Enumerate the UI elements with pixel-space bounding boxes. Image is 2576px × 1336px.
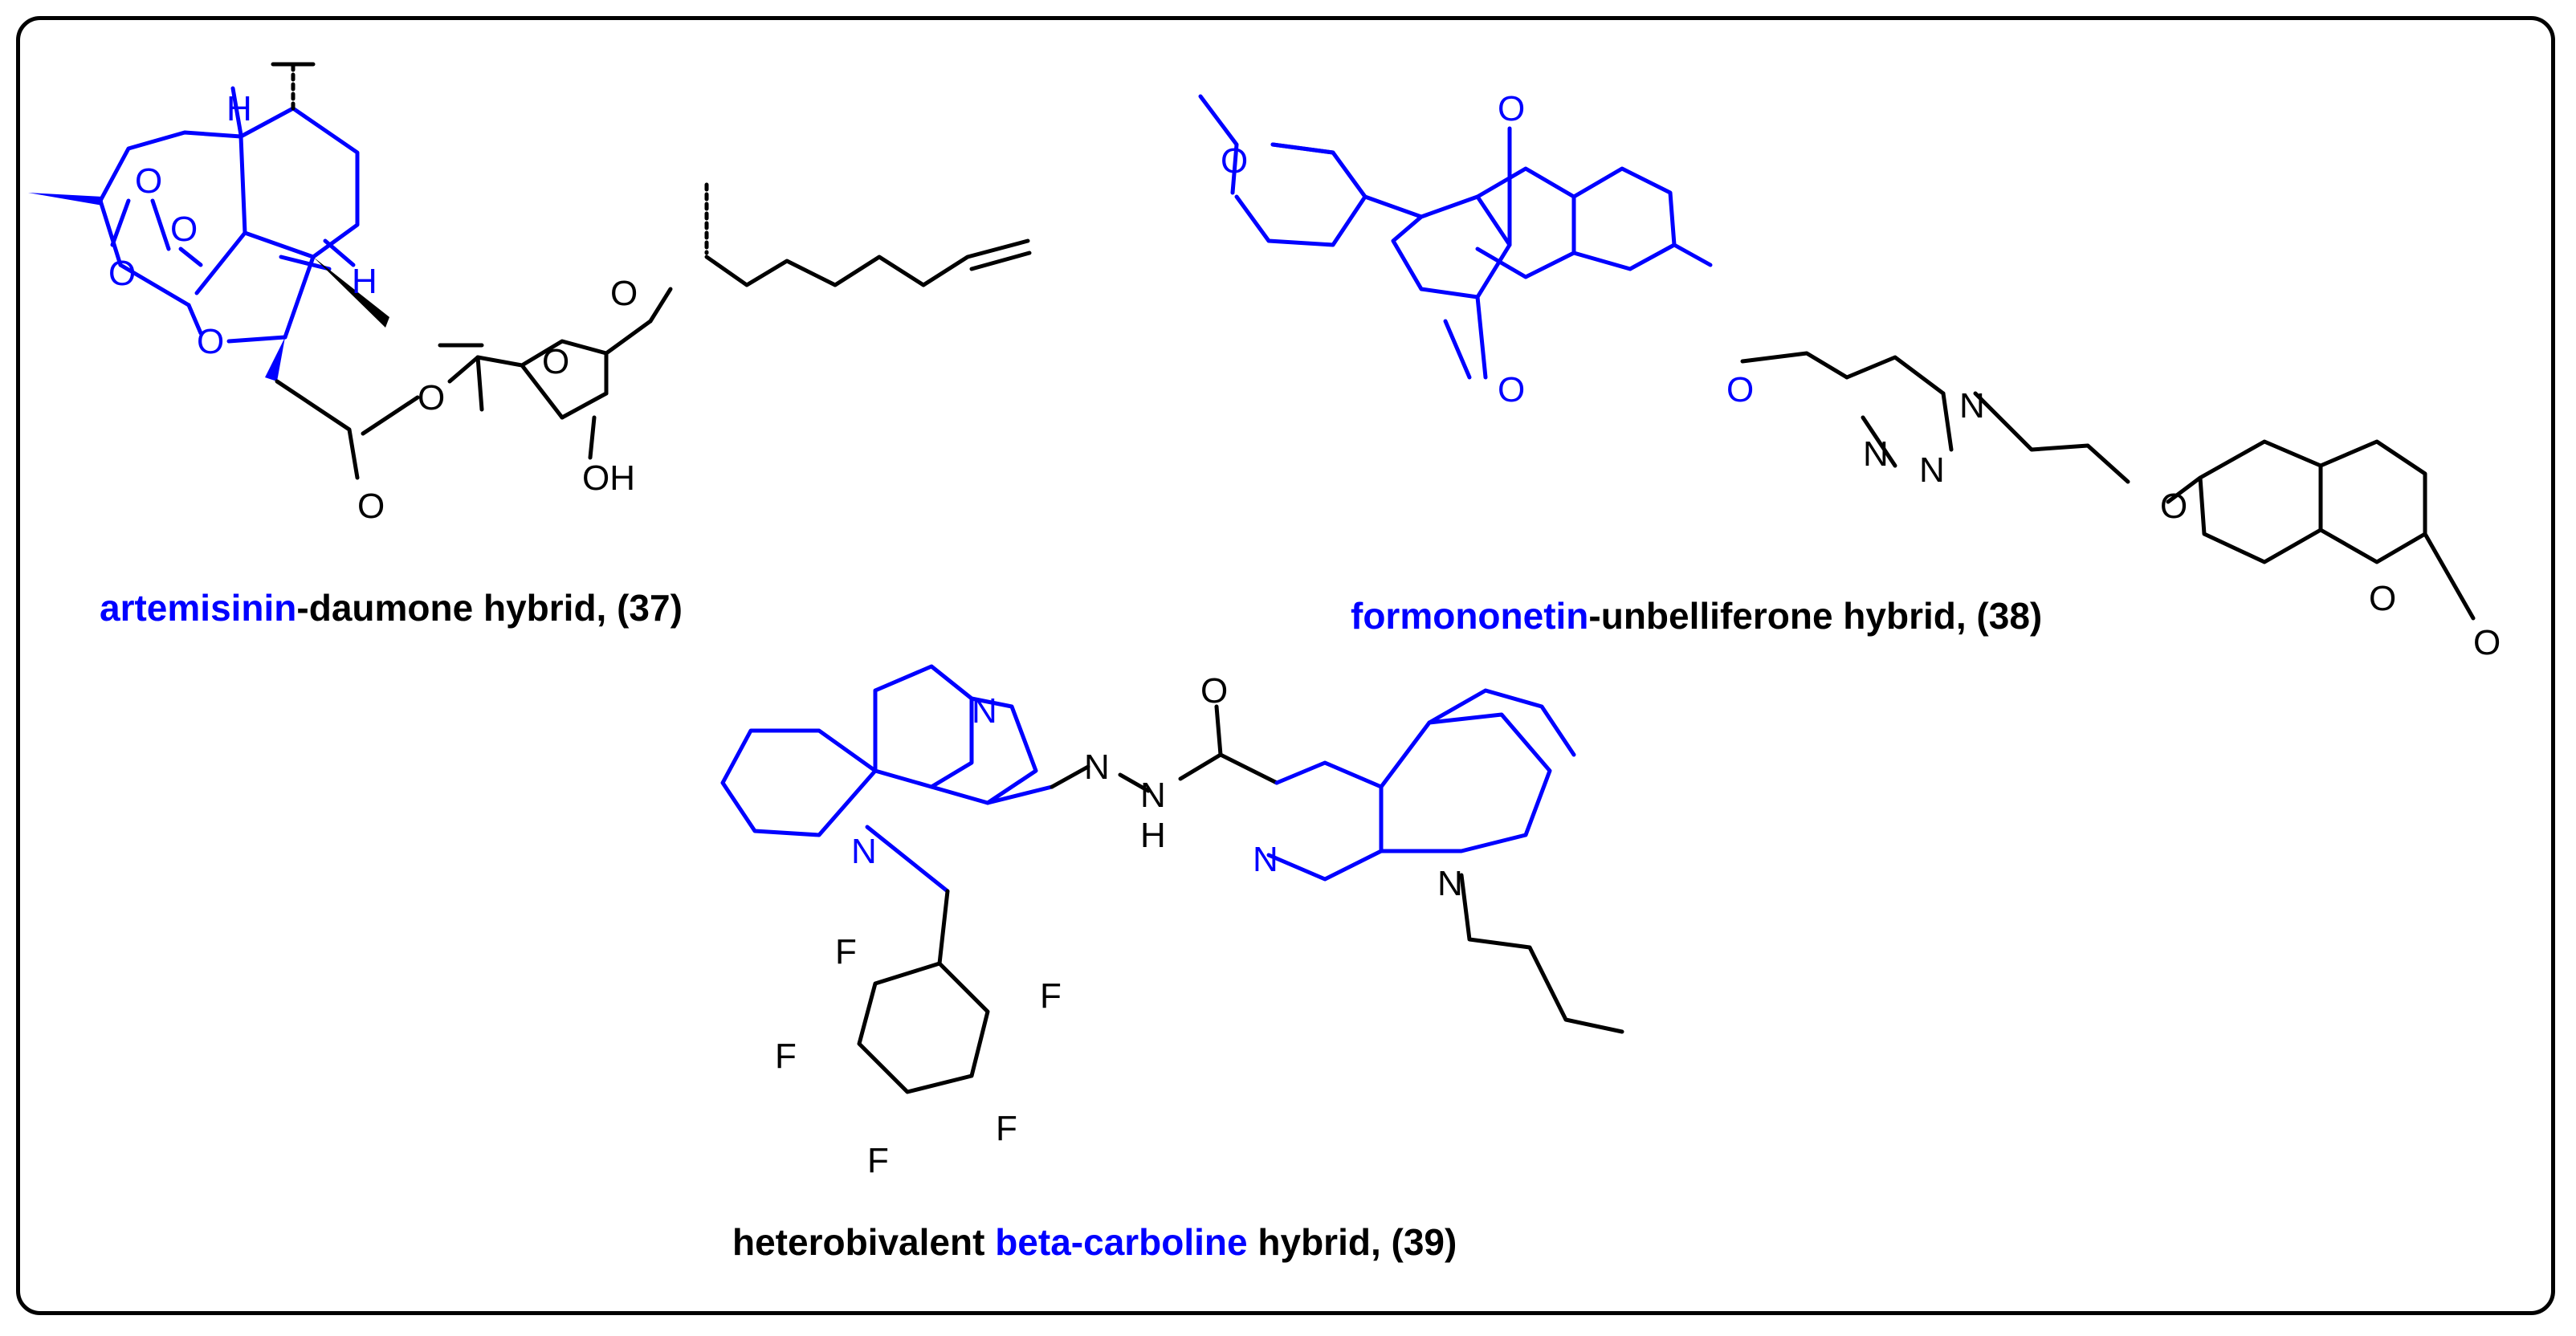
fluorine-4: F (996, 1109, 1017, 1148)
artemisinin-o-3: O (108, 254, 136, 293)
umbelliferone-ether-o: O (2160, 487, 2187, 526)
glycosidic-o: O (610, 274, 638, 313)
artemisinin-wedges (28, 193, 285, 381)
amide-o: O (1200, 671, 1228, 711)
fluorine-3: F (775, 1037, 797, 1076)
carboline-right (1266, 688, 1576, 882)
formononetin-core (1198, 94, 1713, 380)
carboline-right-pyridine-n: N (1253, 840, 1278, 879)
caption-38-rest: -unbelliferone hybrid, (38) (1588, 595, 2043, 637)
caption-38-highlight: formononetin (1351, 595, 1589, 637)
carboline-left (720, 664, 1054, 894)
umbelliferone-core (2166, 439, 2476, 621)
ester-o: O (418, 378, 445, 418)
daumone-chain (275, 182, 1032, 480)
pentafluorobenzyl (857, 889, 990, 1094)
formononetin-carbonyl-o: O (1498, 89, 1525, 128)
formononetin-ring-o: O (1498, 370, 1525, 409)
artemisinin-o-4: O (197, 322, 224, 361)
artemisinin-methyl-black (271, 62, 389, 328)
carboline-left-indole-n: N (851, 832, 877, 871)
triazole-n3: N (1919, 450, 1945, 490)
caption-39: heterobivalent beta-carboline hybrid, (3… (732, 1220, 1457, 1264)
formononetin-ether-o: O (1726, 370, 1754, 409)
artemisinin-o-1: O (135, 161, 162, 201)
caption-39-highlight: beta-carboline (995, 1221, 1248, 1263)
carboline-left-pyridine-n: N (972, 691, 997, 731)
umbelliferone-carbonyl-o: O (2473, 623, 2501, 662)
umbelliferone-ring-o: O (2369, 579, 2396, 618)
triazole-n1: N (1959, 386, 1985, 426)
hydrazone-linker (1050, 704, 1279, 793)
sugar-o: O (542, 342, 569, 381)
fluorine-1: F (835, 932, 857, 971)
caption-37-rest: -daumone hybrid, (37) (296, 587, 683, 629)
artemisinin-core (98, 86, 360, 344)
artemisinin-o-2: O (170, 210, 198, 249)
artemisinin-h-right: H (352, 262, 377, 301)
caption-37-highlight: artemisinin (100, 587, 297, 629)
formononetin-methoxy-o: O (1221, 141, 1248, 181)
butyl-chain (1459, 873, 1624, 1034)
hydrazone-n2: N (1140, 776, 1166, 815)
caption-38: formononetin-unbelliferone hybrid, (38) (1351, 594, 2042, 637)
fluorine-2: F (1040, 976, 1062, 1016)
atom-labels: H H O O O O O O O O OH O O O O N N N O O… (108, 89, 2501, 1180)
hydroxyl: OH (582, 458, 635, 498)
linker-triazole (1740, 351, 2130, 484)
hydrazone-n1: N (1084, 747, 1110, 787)
artemisinin-h-top: H (226, 89, 252, 128)
caption-39-rest: hybrid, (39) (1247, 1221, 1457, 1263)
caption-39-prefix: heterobivalent (732, 1221, 996, 1263)
fluorine-5: F (867, 1141, 889, 1180)
caption-37: artemisinin-daumone hybrid, (37) (100, 586, 683, 629)
triazole-n2: N (1863, 434, 1889, 474)
carbonyl-o: O (357, 487, 385, 526)
hydrazone-h: H (1140, 816, 1166, 855)
figure-frame (16, 16, 2555, 1315)
carboline-right-indole-n: N (1437, 864, 1463, 903)
